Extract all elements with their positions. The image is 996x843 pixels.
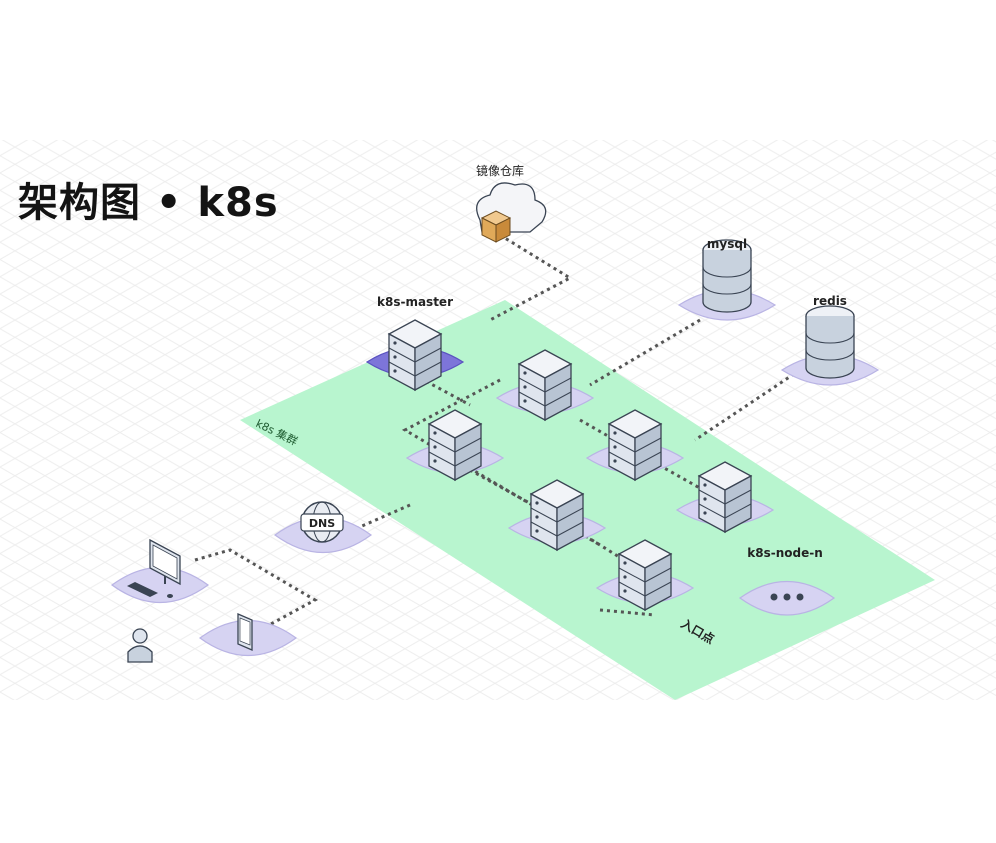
- server-icon: [618, 539, 672, 611]
- redis-label: redis: [813, 294, 847, 308]
- server-icon: [428, 409, 482, 481]
- page-title: 架构图 • k8s: [18, 180, 279, 226]
- database-icon: [805, 305, 855, 379]
- mouse-icon: [167, 594, 173, 598]
- registry-label: 镜像仓库: [476, 163, 524, 178]
- master-node: k8s-master: [365, 295, 465, 391]
- globe-icon: [300, 501, 344, 543]
- image-registry: 镜像仓库: [476, 163, 547, 243]
- server-icon: [388, 319, 442, 391]
- person-icon: [127, 628, 153, 663]
- package-icon: [480, 210, 512, 243]
- dns-label: DNS: [309, 517, 335, 530]
- monitor-icon: [149, 538, 181, 586]
- node-n: k8s-node-n: [738, 546, 836, 616]
- server-icon: [530, 479, 584, 551]
- dns-node: DNS: [273, 501, 373, 553]
- phone-icon: [237, 613, 253, 651]
- mobile-client: [198, 613, 298, 656]
- ellipsis-icon: [770, 593, 804, 601]
- keyboard-icon: [127, 582, 158, 597]
- server-icon: [608, 409, 662, 481]
- mysql-node: mysql: [678, 237, 776, 321]
- node-n-label: k8s-node-n: [747, 546, 823, 560]
- server-icon: [698, 461, 752, 533]
- redis-node: redis: [781, 294, 879, 386]
- server-icon: [518, 349, 572, 421]
- mysql-label: mysql: [707, 237, 747, 251]
- desktop-client: [110, 538, 210, 603]
- master-label: k8s-master: [377, 295, 453, 309]
